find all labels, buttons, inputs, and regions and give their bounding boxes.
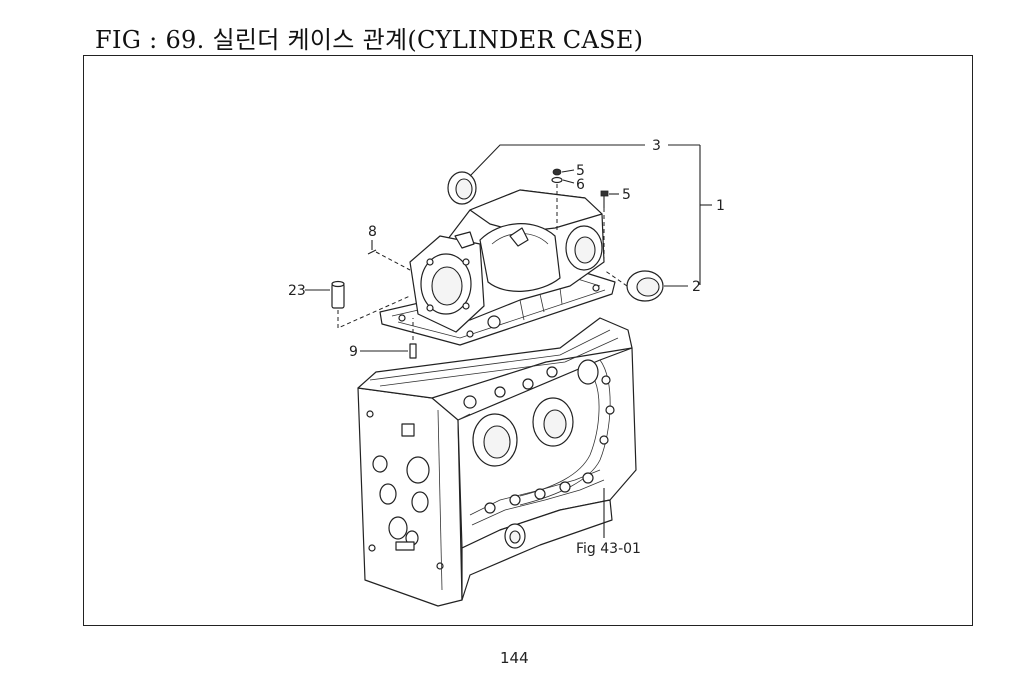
callout-7: 6 — [576, 177, 585, 193]
callout-3: 3 — [652, 138, 661, 154]
part-3-bearing-ring — [447, 171, 477, 205]
assembly-center-lines — [337, 184, 628, 340]
callout-2: 2 — [692, 279, 701, 295]
callout-5: 5 — [622, 187, 631, 203]
part-6-nut — [552, 168, 562, 176]
figure-title: FIG : 69. 실린더 케이스 관계(CYLINDER CASE) — [95, 26, 644, 54]
part-2-bearing-ring — [626, 270, 664, 302]
cylinder-case-body — [409, 189, 605, 333]
part-5-bolt — [600, 190, 609, 208]
callout-1: 1 — [716, 198, 725, 214]
figure-reference-label: Fig 43-01 — [576, 541, 641, 557]
callout-9: 9 — [349, 344, 358, 360]
part-9-stud — [409, 343, 417, 359]
callout-8: 8 — [368, 224, 377, 240]
part-7-washer — [551, 176, 563, 184]
callout-6: 5 — [576, 163, 585, 179]
page-number: 144 — [500, 649, 529, 667]
drawing-frame — [83, 55, 973, 626]
transmission-case-housing — [357, 317, 637, 607]
part-23-dowel — [331, 280, 345, 309]
callout-leaders — [305, 144, 712, 538]
part-8-pin — [367, 249, 377, 255]
callout-23: 23 — [288, 283, 306, 299]
